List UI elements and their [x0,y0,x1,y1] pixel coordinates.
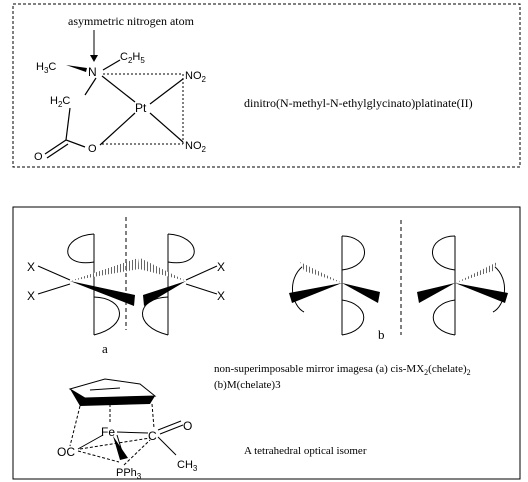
iron-complex-bonds [69,403,184,466]
label-b: b [378,327,385,342]
wedge-bond [417,283,455,303]
wedge-bond [455,283,508,303]
methyl-wedge-bond [66,65,87,72]
atom-fe: Fe [101,425,115,439]
structure-b-left [292,235,365,336]
atom-ch3: CH3 [177,459,198,473]
cyclopentadienyl-ring [68,378,157,406]
compound-name: dinitro(N-methyl-N-ethylglycinato)platin… [244,96,473,110]
structure-a-left [37,233,120,336]
atom-c: C [148,429,157,443]
ligand-x: X [27,289,35,303]
wedge-bond [143,281,186,306]
annotation-asymmetric-nitrogen: asymmetric nitrogen atom [68,14,195,28]
atom-o: O [183,419,192,433]
atom-nitrogen: N [88,65,97,79]
structure-b-right [432,235,505,336]
atom-no2-upper: NO2 [185,70,207,84]
ligand-x: X [217,289,225,303]
atom-oc: OC [57,445,75,459]
caption-mirror-images-line1: non-superimposable mirror imagesa (a) ci… [214,363,471,377]
structure-a-right [142,233,218,336]
wedge-bond [70,281,135,306]
atom-platinum: Pt [135,101,147,115]
atom-carbonyl-o: O [34,151,43,163]
ligand-x: X [217,260,225,274]
wedge-bond [342,283,380,303]
atom-pph3: PPh3 [116,467,142,481]
hash-bond [70,258,139,281]
hash-bond [300,262,342,283]
ligand-x: X [27,260,35,274]
hash-bond [455,262,497,283]
isomer-caption: A tetrahedral optical isomer [244,445,367,457]
atom-methylene: H2C [50,95,70,109]
atom-methyl: H3C [36,61,56,75]
bottom-panel-border [12,206,521,480]
glycinato-bonds [44,59,184,159]
square-planar-dashed-frame [102,73,184,145]
atom-no2-lower: NO2 [185,140,207,154]
atom-ring-o: O [88,143,97,155]
annotation-arrow [90,30,98,62]
wedge-bond [289,283,342,303]
wedge-bond [113,436,128,460]
caption-mirror-images-line2: (b)M(chelate)3 [214,379,281,391]
hash-bond [139,258,186,281]
label-a: a [102,341,108,356]
atom-ethyl: C2H5 [120,51,145,65]
